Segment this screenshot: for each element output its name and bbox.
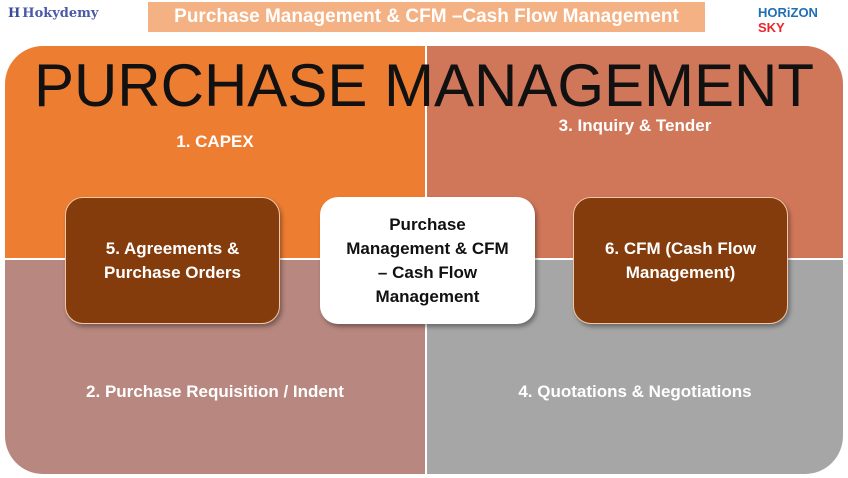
main-title: PURCHASE MANAGEMENT	[33, 52, 815, 119]
quadrant-label: 2. Purchase Requisition / Indent	[86, 382, 344, 401]
center-box: Purchase Management & CFM – Cash Flow Ma…	[320, 197, 535, 324]
slide-banner: Purchase Management & CFM –Cash Flow Man…	[148, 2, 705, 32]
agreements-box: 5. Agreements & Purchase Orders	[65, 197, 280, 324]
logo-accent: SKY	[758, 20, 785, 35]
logo-main: HORiZON	[758, 5, 818, 20]
quadrant-label: 1. CAPEX	[176, 132, 254, 151]
box-label: 6. CFM (Cash Flow Management)	[604, 238, 757, 282]
horizon-sky-logo: HORiZON SKY	[758, 5, 848, 35]
box-label: 5. Agreements & Purchase Orders	[103, 238, 241, 282]
quadrant-label: 3. Inquiry & Tender	[558, 116, 712, 135]
cfm-box: 6. CFM (Cash Flow Management)	[573, 197, 788, 324]
logo-icon: 𝐇	[8, 6, 21, 21]
quadrant-label: 4. Quotations & Negotiations	[518, 382, 752, 401]
logo-text: Hokydemy	[22, 6, 99, 21]
box-label: Purchase Management & CFM – Cash Flow Ma…	[346, 214, 509, 306]
